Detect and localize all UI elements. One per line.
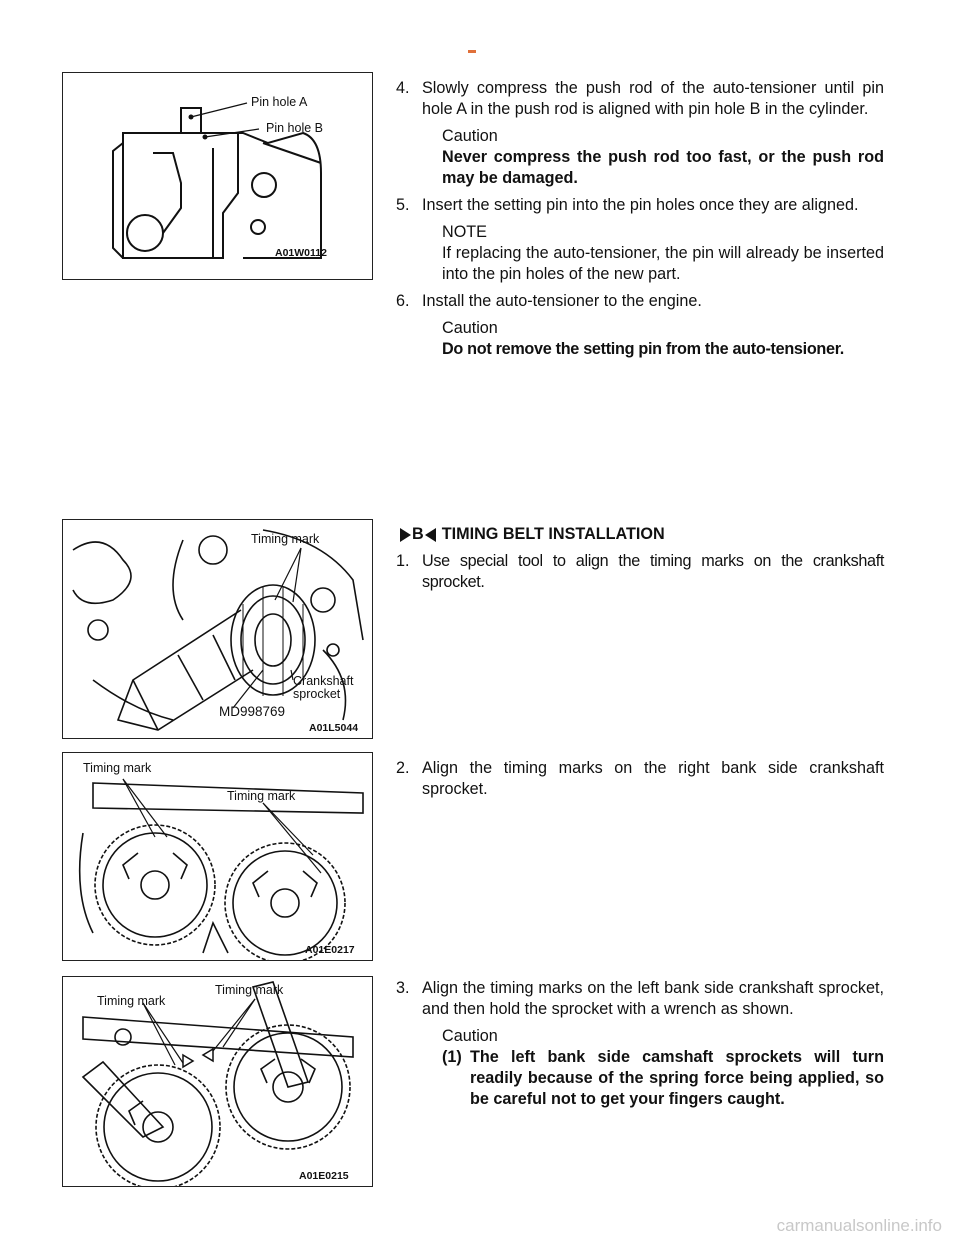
figure-code: A01E0217 [305, 944, 355, 956]
figure-code: A01W0112 [275, 247, 327, 259]
step-3: 3. Align the timing marks on the left ba… [396, 979, 884, 1018]
callout-timing-mark-right: Timing mark [215, 983, 284, 997]
step-2-block: 2. Align the timing marks on the right b… [396, 758, 884, 806]
step-5: 5. Insert the setting pin into the pin h… [396, 196, 859, 214]
left-bank-sprockets-drawing [81, 981, 354, 1186]
step-6: 6. Install the auto-tensioner to the eng… [396, 292, 702, 310]
step-4: 4. Slowly compress the push rod of the a… [396, 79, 884, 118]
crankshaft-sprocket-drawing [72, 529, 364, 731]
note-text: If replacing the auto-tensioner, the pin… [442, 244, 884, 283]
figure-code: A01L5044 [309, 722, 359, 734]
callout-pin-hole-b: Pin hole B [266, 121, 323, 135]
step-1: 1. Use special tool to align the timing … [396, 552, 884, 591]
callout-crankshaft: Crankshaft [293, 674, 354, 688]
note-label: NOTE [442, 223, 487, 241]
callout-pin-hole-a: Pin hole A [251, 95, 308, 109]
caution-label: Caution [442, 127, 498, 145]
figure-code: A01E0215 [299, 1170, 349, 1182]
caution-label: Caution [442, 1027, 498, 1045]
callout-sprocket: sprocket [293, 687, 341, 701]
auto-tensioner-drawing [112, 102, 322, 259]
figure-auto-tensioner: Pin hole A Pin hole B A01W0112 [62, 72, 373, 280]
callout-timing-mark-right: Timing mark [227, 789, 296, 803]
right-triangle-icon [400, 527, 411, 542]
callout-timing-mark-left: Timing mark [97, 994, 166, 1008]
timing-belt-installation: B TIMING BELT INSTALLATION 1. Use specia… [396, 524, 884, 599]
header-mark [468, 50, 476, 53]
section-heading: B TIMING BELT INSTALLATION [396, 524, 884, 545]
callout-timing-mark: Timing mark [251, 532, 320, 546]
left-triangle-icon [424, 527, 436, 542]
caution-text: Do not remove the setting pin from the a… [442, 340, 845, 358]
figure-left-bank-sprockets: Timing mark Timing mark A01E0215 [62, 976, 373, 1187]
callout-special-tool: MD998769 [219, 704, 286, 719]
callout-timing-mark-left: Timing mark [83, 761, 152, 775]
step-3-block: 3. Align the timing marks on the left ba… [396, 978, 884, 1116]
auto-tensioner-instructions: 4. Slowly compress the push rod of the a… [396, 78, 884, 366]
caution-label: Caution [442, 319, 498, 337]
caution-item-1: (1) The left bank side camshaft sprocket… [442, 1048, 884, 1108]
watermark: carmanualsonline.info [776, 1216, 942, 1235]
step-2: 2. Align the timing marks on the right b… [396, 759, 884, 798]
figure-crankshaft-sprocket: Timing mark Crankshaft sprocket MD998769… [62, 519, 373, 739]
right-bank-sprockets-drawing [78, 778, 364, 960]
caution-text: Never compress the push rod too fast, or… [442, 148, 884, 187]
figure-right-bank-sprockets: Timing mark Timing mark A01E0217 [62, 752, 373, 961]
